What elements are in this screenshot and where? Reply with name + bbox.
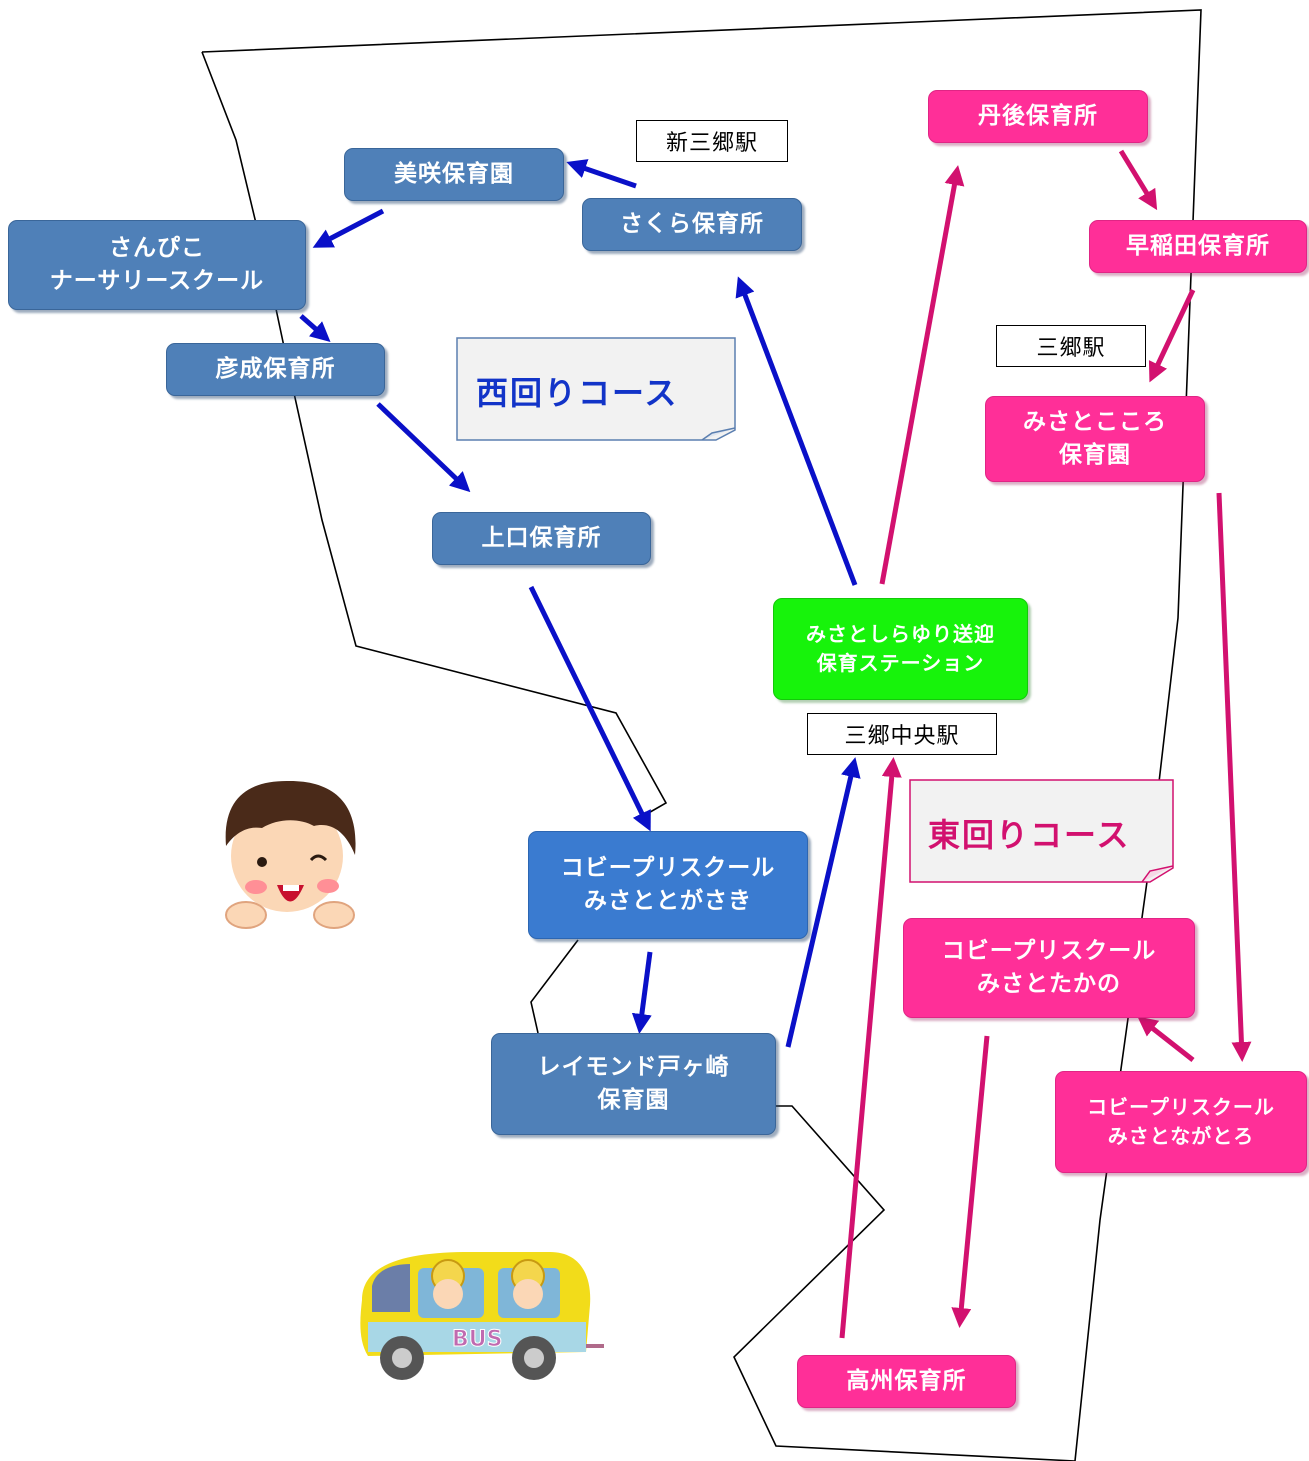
station-shin-misato: 新三郷駅 [636,120,788,162]
node-tokagasaki-line-1: コビープリスクール [560,854,776,881]
arrow-hub-to-sakura [735,276,858,586]
arrow-raymond-to-chuo [785,757,861,1048]
node-raymond-line-2: 保育園 [597,1087,670,1113]
node-kamiguchi-label: 上口保育所 [481,524,602,551]
city-boundary-south [530,939,579,1034]
node-tokagasaki-line-2: みさととがさき [584,888,752,914]
station-misato: 三郷駅 [996,325,1146,367]
node-takano-line-1: コビープリスクール [941,937,1157,964]
node-kamiguchi[interactable]: 上口保育所 [432,512,651,565]
node-nagatoro-line-1: コビープリスクール [1087,1095,1275,1119]
node-nagatoro[interactable]: コビープリスクール みさとながとろ [1055,1071,1307,1173]
node-misaki[interactable]: 美咲保育園 [344,148,564,201]
east-course-note [909,779,1174,883]
node-nagatoro-line-2: みさとながとろ [1107,1124,1255,1148]
arrow-waseda-to-kokoro [1148,288,1196,383]
arrow-kamiguchi-to-tokagasaki [528,585,651,832]
node-koshu-label: 高州保育所 [846,1367,967,1394]
node-misaki-label: 美咲保育園 [394,160,514,187]
hub-line-1: みさとしらゆり送迎 [806,622,995,646]
arrow-takano-to-koshu [951,1035,990,1328]
arrow-hub-to-tango [879,165,965,585]
arrow-sanpiko-to-hikonari [299,314,331,342]
bus-text: BUS [452,1327,502,1352]
station-misato-chuo: 三郷中央駅 [807,713,997,755]
node-waseda-label: 早稲田保育所 [1126,232,1270,259]
city-boundary-southeast [733,1105,1076,1461]
node-sanpiko[interactable]: さんぴこ ナーサリースクール [8,220,306,310]
node-sanpiko-line-2: ナーサリースクール [49,268,265,294]
node-sakura[interactable]: さくら保育所 [582,198,802,251]
arrow-hikonari-to-kamiguchi [376,402,471,493]
arrow-tokagasaki-to-raymond [631,951,653,1034]
city-boundary [201,9,1202,1461]
boy-illustration [225,780,356,929]
east-course-note-fold [1141,865,1174,883]
node-raymond[interactable]: レイモンド戸ヶ崎 保育園 [491,1033,776,1135]
arrow-misaki-to-sanpiko [312,208,385,248]
node-kokoro-line-2: 保育園 [1059,442,1131,468]
west-course-label: 西回りコース [476,374,679,412]
node-tango-label: 丹後保育所 [978,102,1098,129]
node-kokoro[interactable]: みさとこころ 保育園 [985,396,1205,482]
node-sakura-label: さくら保育所 [620,210,764,237]
node-tokagasaki[interactable]: コビープリスクール みさととがさき [528,831,808,939]
west-course-note [456,337,736,441]
node-raymond-line-1: レイモンド戸ヶ崎 [537,1053,730,1080]
node-waseda[interactable]: 早稲田保育所 [1089,220,1307,273]
arrow-kokoro-to-nagatoro [1216,492,1252,1062]
hub-line-2: 保育ステーション [816,651,985,675]
west-course-note-fold [701,427,736,441]
arrow-tango-to-waseda [1118,149,1158,211]
arrow-koshu-to-chuo [839,757,902,1339]
node-hikonari[interactable]: 彦成保育所 [166,343,385,396]
node-takano-line-2: みさとたかの [977,971,1121,997]
arrow-sakura-to-misaki [566,159,637,189]
hub-station[interactable]: みさとしらゆり送迎 保育ステーション [773,598,1028,700]
node-kokoro-line-1: みさとこころ [1023,408,1167,435]
east-course-label: 東回りコース [928,816,1131,854]
arrow-nagatoro-to-takano [1137,1016,1195,1062]
node-takano[interactable]: コビープリスクール みさとたかの [903,918,1195,1018]
bus-illustration: BUS [360,1252,604,1380]
node-hikonari-label: 彦成保育所 [215,355,336,382]
node-sanpiko-line-1: さんぴこ [109,234,205,261]
city-boundary-west [201,51,668,816]
node-koshu[interactable]: 高州保育所 [797,1355,1016,1408]
node-tango[interactable]: 丹後保育所 [928,90,1148,143]
